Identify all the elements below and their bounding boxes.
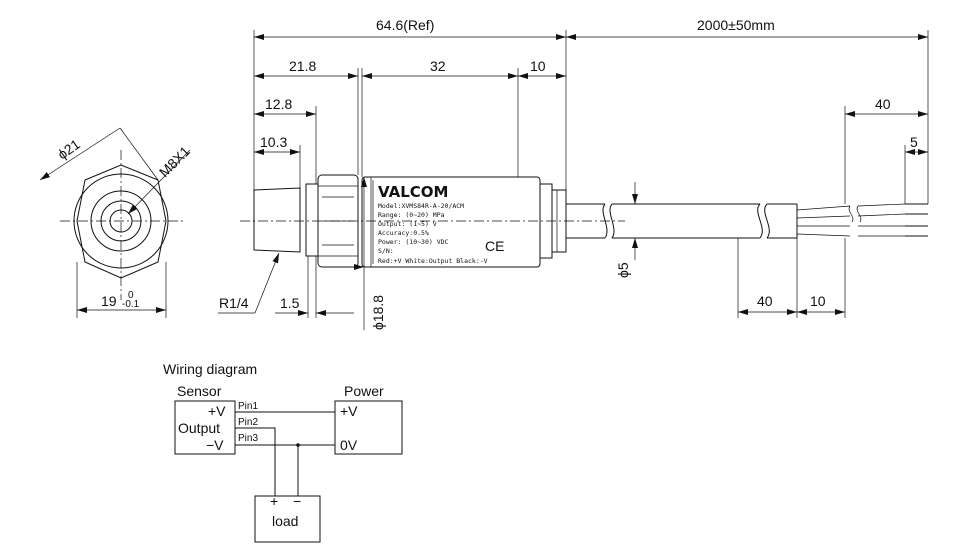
brand-logo: VALCOM <box>378 183 448 201</box>
dim-5-label: 5 <box>910 134 918 150</box>
m8-leader <box>127 149 191 215</box>
sensor-minus-label: −V <box>206 437 224 453</box>
label-line-7: Red:+V White:Output Black:-V <box>378 257 488 265</box>
hex-tol-lower: -0.1 <box>122 299 140 310</box>
hex-tol-upper: 0 <box>128 290 134 301</box>
load-label: load <box>272 513 298 529</box>
load-box <box>254 495 321 543</box>
load-minus-label: − <box>293 493 301 509</box>
power-plus-label: +V <box>340 403 358 419</box>
sensor-output-label: Output <box>178 420 220 436</box>
dim-5-dia-label: ϕ5 <box>615 262 631 278</box>
side-view: VALCOM Model:XVMS84R-A-20/ACM Range: (0~… <box>218 17 929 330</box>
dim-10-bottom-label: 10 <box>810 293 826 309</box>
junction-dot <box>296 443 300 447</box>
wiring-diagram: Wiring diagram Sensor Power +V Output −V… <box>163 361 403 543</box>
pin3-label: Pin3 <box>238 433 258 444</box>
dim-40-top-label: 40 <box>875 96 891 112</box>
m8-label: M8X1 <box>156 143 193 180</box>
dim-cable-label: 2000±50mm <box>697 17 775 33</box>
thread-label: R1/4 <box>219 295 249 311</box>
power-title: Power <box>344 383 384 399</box>
label-line-5: Power: (10~30) VDC <box>378 238 449 246</box>
hex-width-label: 19 <box>101 293 117 309</box>
dim-1-5-label: 1.5 <box>280 295 300 311</box>
dim-40-bottom-label: 40 <box>757 293 773 309</box>
sensor-plus-label: +V <box>208 403 226 419</box>
hex-dia-label: ϕ21 <box>55 136 84 163</box>
power-zero-label: 0V <box>340 437 358 453</box>
wire-pin2 <box>235 427 276 496</box>
thread-leader <box>254 252 280 314</box>
pin1-label: Pin1 <box>238 401 258 412</box>
dim-32-label: 32 <box>430 58 446 74</box>
dim-18-8-label: ϕ18.8 <box>370 295 386 330</box>
label-line-2: Range: (0~20) MPa <box>378 211 445 219</box>
label-line-1: Model:XVMS84R-A-20/ACM <box>378 202 464 210</box>
dim-10-top-label: 10 <box>530 58 546 74</box>
power-box <box>334 400 403 455</box>
ce-mark: CE <box>485 238 504 254</box>
load-plus-label: + <box>270 493 278 509</box>
thread-body <box>253 187 301 253</box>
sensor-title: Sensor <box>177 383 222 399</box>
hex-outline <box>76 164 167 279</box>
label-line-4: Accuracy:0.5% <box>378 229 429 237</box>
dim-12-8-label: 12.8 <box>265 96 292 112</box>
pin2-label: Pin2 <box>238 417 258 428</box>
wiring-title: Wiring diagram <box>163 361 257 377</box>
dim-overall-label: 64.6(Ref) <box>376 17 434 33</box>
sensor-body <box>361 176 541 268</box>
dim-10-3-label: 10.3 <box>260 134 287 150</box>
end-view: ϕ21 M8X1 19 0 -0.1 <box>39 127 193 318</box>
hex-dia-dim-line <box>39 127 121 181</box>
dim-21-8-label: 21.8 <box>289 58 316 74</box>
label-line-6: S/N: <box>378 247 394 255</box>
label-line-3: Output: (1~5) V <box>378 220 437 228</box>
